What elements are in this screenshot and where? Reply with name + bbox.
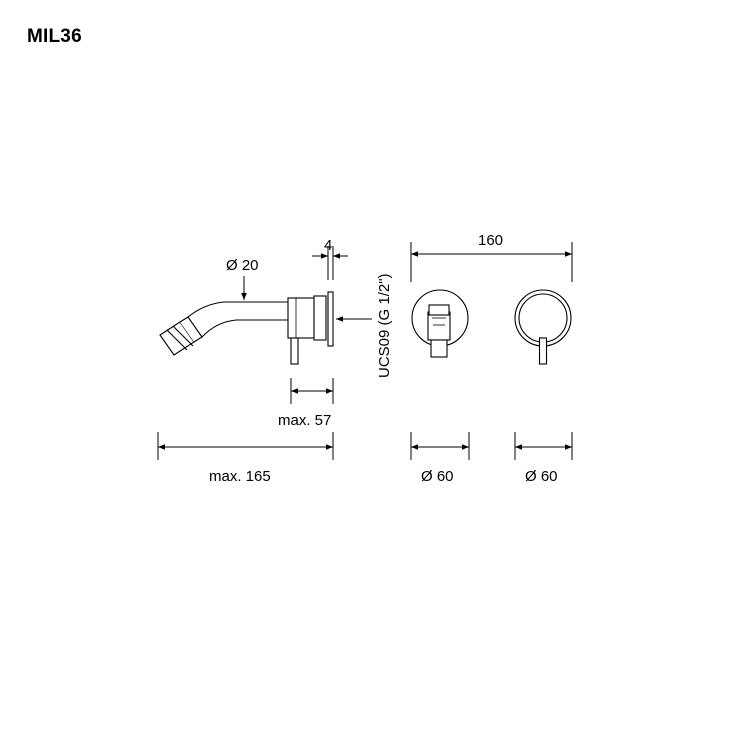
center-distance-label: 160: [478, 232, 503, 249]
plate-thickness-label: 4: [324, 237, 332, 254]
model-title: MIL36: [27, 26, 82, 47]
side-view: [159, 291, 334, 365]
spout-length-label: max. 165: [209, 468, 271, 485]
connection-code-label: UCS09 (G 1/2"): [376, 273, 393, 378]
dimension-spout-diameter: Ø 20: [226, 257, 259, 300]
dimension-spout-length: max. 165: [157, 432, 334, 485]
spout-diameter-label: Ø 20: [226, 257, 259, 274]
wall-plate: [327, 291, 334, 347]
aerator-nozzle: [159, 316, 203, 356]
front-view-spout-plate: [411, 289, 469, 358]
dimension-projection: max. 57: [278, 378, 334, 429]
dimension-plate-diameter-left: Ø 60: [410, 432, 470, 485]
plate-diameter-left-label: Ø 60: [421, 468, 454, 485]
dimension-center-distance: 160: [410, 232, 573, 282]
dimension-plate-thickness: 4: [312, 237, 348, 280]
mixer-body: [287, 295, 327, 341]
projection-label: max. 57: [278, 412, 331, 429]
spout-pipe: [187, 301, 288, 338]
plate-diameter-right-label: Ø 60: [525, 468, 558, 485]
front-view-mixer-plate: [514, 289, 572, 365]
dimension-plate-diameter-right: Ø 60: [514, 432, 573, 485]
lever: [290, 337, 299, 365]
